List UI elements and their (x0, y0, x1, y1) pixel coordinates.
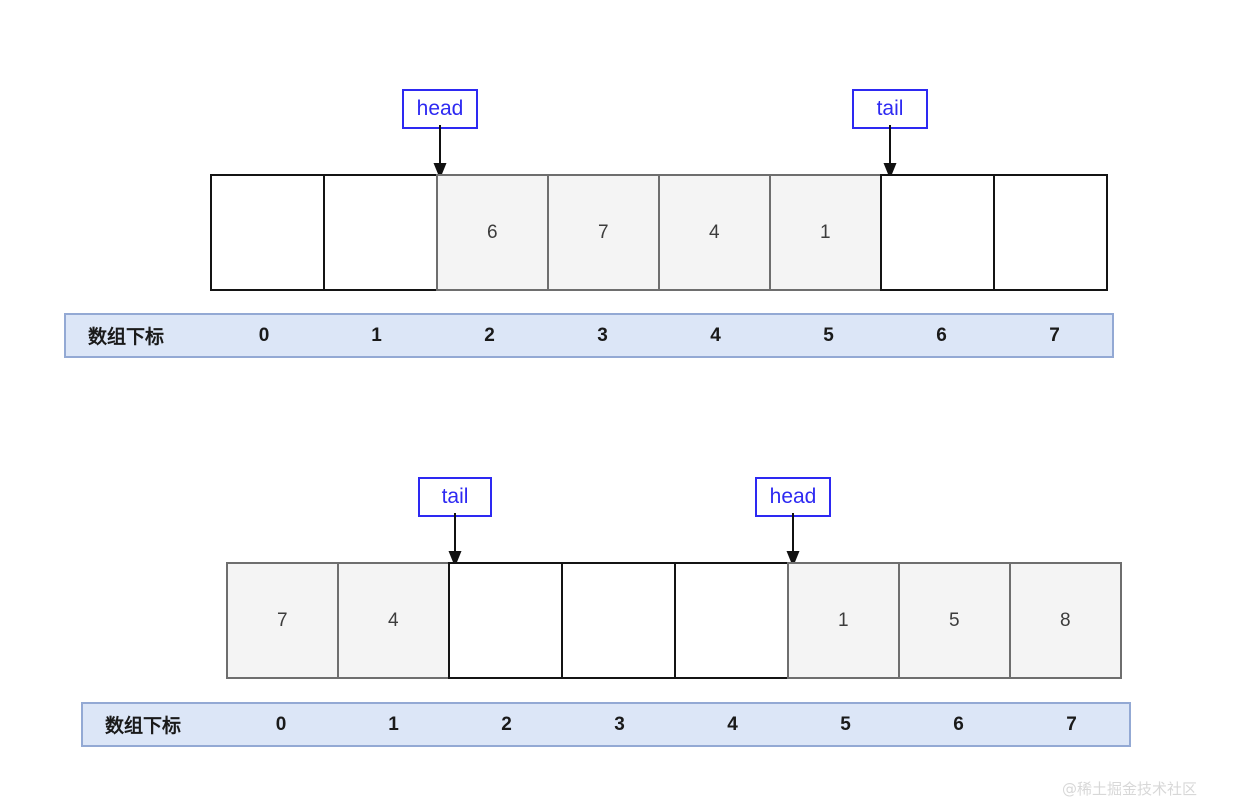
index-label-1: 1 (388, 713, 399, 735)
index-bar-title: 数组下标 (105, 715, 182, 737)
pointer-head-bottom: head (755, 477, 831, 567)
index-label-3: 3 (614, 713, 625, 735)
index-bar-top: 数组下标 0 1 2 3 4 5 6 7 (64, 313, 1114, 358)
array-cell[interactable] (210, 174, 325, 291)
pointer-tail-bottom: tail (418, 477, 492, 567)
index-label-6: 6 (953, 713, 964, 735)
index-label-4: 4 (727, 713, 738, 735)
index-label-5: 5 (823, 324, 834, 346)
cell-value: 1 (837, 609, 850, 631)
array-row-bottom: 7 4 1 5 8 (226, 562, 1132, 679)
index-label-7: 7 (1049, 324, 1060, 346)
cell-value: 1 (819, 221, 832, 243)
array-cell[interactable]: 1 (769, 174, 882, 291)
cell-value: 8 (1059, 609, 1072, 631)
pointer-tail-bottom-arrow (447, 513, 463, 568)
cell-value: 4 (387, 609, 400, 631)
array-cell[interactable] (561, 562, 676, 679)
index-bar-title: 数组下标 (88, 326, 165, 348)
pointer-head-bottom-arrow (785, 513, 801, 568)
index-label-2: 2 (501, 713, 512, 735)
index-label-7: 7 (1066, 713, 1077, 735)
array-cell[interactable] (323, 174, 438, 291)
watermark: @稀土掘金技术社区 (1062, 780, 1198, 798)
index-label-0: 0 (275, 713, 287, 735)
cell-value: 4 (708, 221, 721, 243)
index-bar-bottom: 数组下标 0 1 2 3 4 5 6 7 (81, 702, 1131, 747)
pointer-head-bottom-label: head (755, 477, 831, 517)
pointer-tail-bottom-label: tail (418, 477, 492, 517)
array-cell[interactable]: 4 (658, 174, 771, 291)
array-cell[interactable]: 7 (226, 562, 339, 679)
pointer-head-top: head (402, 89, 478, 179)
array-cell[interactable]: 4 (337, 562, 450, 679)
array-cell[interactable]: 8 (1009, 562, 1122, 679)
array-cell[interactable]: 1 (787, 562, 900, 679)
pointer-head-top-arrow (432, 125, 448, 180)
array-cell[interactable] (448, 562, 563, 679)
index-label-3: 3 (597, 324, 608, 346)
array-cell[interactable]: 5 (898, 562, 1011, 679)
pointer-tail-top: tail (852, 89, 928, 179)
index-label-1: 1 (371, 324, 382, 346)
cell-value: 7 (597, 221, 610, 243)
array-cell[interactable]: 6 (436, 174, 549, 291)
index-label-4: 4 (710, 324, 721, 346)
cell-value: 7 (276, 609, 289, 631)
array-cell[interactable] (880, 174, 995, 291)
cell-value: 6 (486, 221, 499, 243)
index-label-0: 0 (258, 324, 270, 346)
pointer-tail-top-label: tail (852, 89, 928, 129)
array-cell[interactable] (993, 174, 1108, 291)
array-cell[interactable] (674, 562, 789, 679)
index-label-6: 6 (936, 324, 947, 346)
array-row-top: 6 7 4 1 (210, 174, 1116, 291)
index-label-5: 5 (840, 713, 851, 735)
array-cell[interactable]: 7 (547, 174, 660, 291)
index-label-2: 2 (484, 324, 495, 346)
cell-value: 5 (948, 609, 961, 631)
pointer-tail-top-arrow (882, 125, 898, 180)
pointer-head-top-label: head (402, 89, 478, 129)
